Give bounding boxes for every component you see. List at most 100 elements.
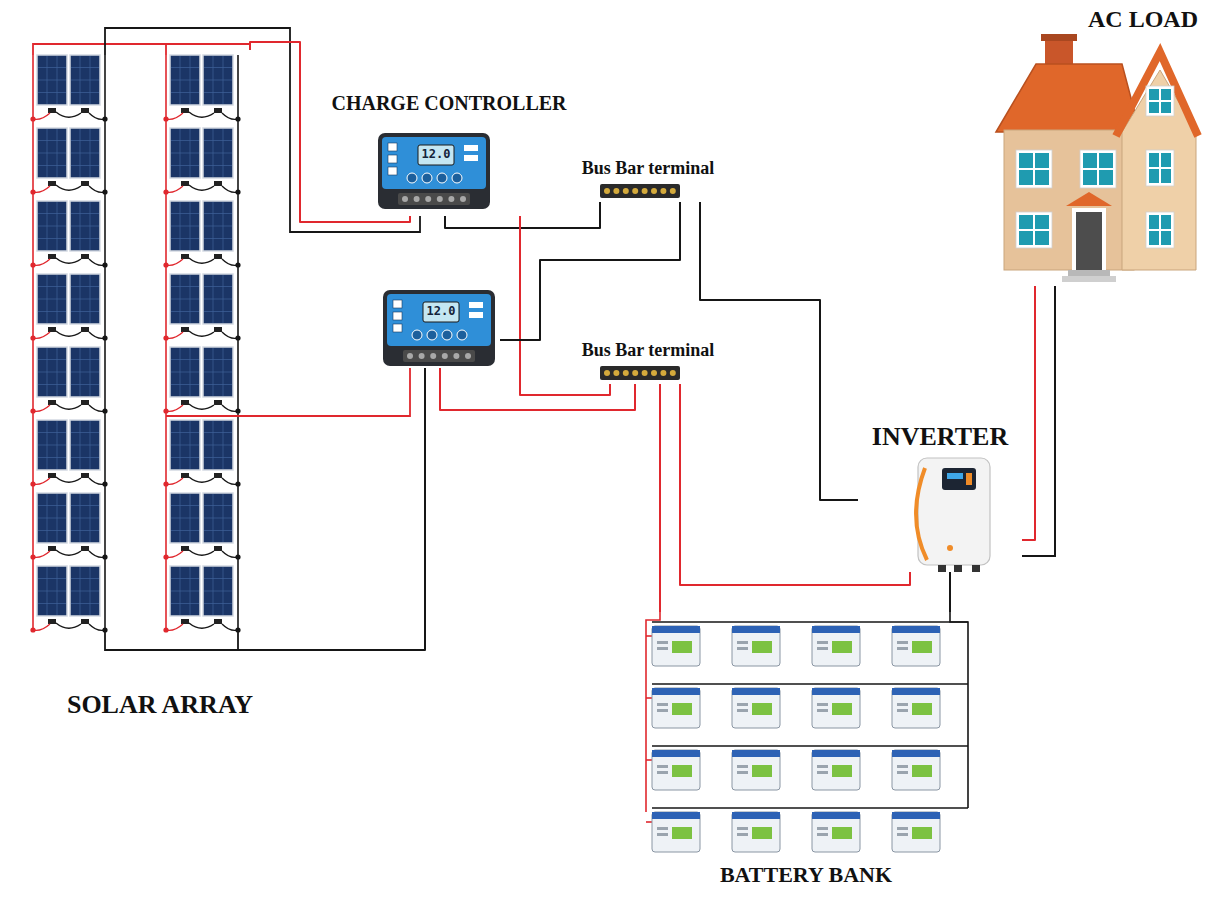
solar-panel	[170, 566, 200, 616]
battery-top	[652, 750, 700, 757]
solar-panel	[70, 420, 100, 470]
panel-cell-line	[38, 530, 66, 531]
component-node: AC LOAD	[990, 4, 1202, 286]
panel-cell-line	[204, 505, 232, 506]
panel-cell-line	[71, 384, 99, 385]
panel-cell-line	[71, 359, 99, 360]
junction-box	[81, 619, 89, 624]
panel-cell-line	[204, 591, 232, 592]
panel-cell-line	[71, 67, 99, 68]
controller-body	[378, 133, 490, 209]
house-roof	[996, 64, 1140, 132]
junction-box	[81, 546, 89, 551]
terminal-screw	[465, 353, 471, 359]
component-label: INVERTER	[872, 422, 1008, 452]
panel-link-wire	[56, 331, 81, 336]
battery-top	[652, 812, 700, 819]
battery-label	[912, 703, 932, 715]
component-node: INVERTER	[858, 420, 1022, 572]
component-node: Bus Bar terminal	[568, 340, 728, 384]
panel-cell-line	[38, 432, 66, 433]
panel-lead-wire	[166, 186, 183, 192]
panel-cell-line	[171, 238, 199, 239]
panel-cell-line	[38, 311, 66, 312]
panel-cell-line	[204, 457, 232, 458]
junction-box	[81, 108, 89, 113]
battery	[892, 688, 940, 728]
panel-cell-line	[204, 92, 232, 93]
battery-stripe	[737, 641, 748, 644]
house-roof	[1116, 52, 1198, 136]
house-window	[1016, 150, 1052, 188]
battery-top	[652, 688, 700, 695]
component-node: BATTERY BANK	[640, 612, 972, 897]
power-wire	[1022, 286, 1035, 540]
wire-dot	[235, 481, 240, 486]
battery-stripe	[657, 647, 668, 650]
panel-cell-line	[71, 311, 99, 312]
power-wire	[280, 368, 425, 650]
battery	[812, 626, 860, 666]
wire-dot	[102, 262, 107, 267]
wire-dot	[102, 554, 107, 559]
panel-cell-line	[38, 457, 66, 458]
solar-panel	[70, 274, 100, 324]
panel-cell-line	[204, 286, 232, 287]
wire-dot	[163, 335, 168, 340]
panel-cell-line	[71, 372, 99, 373]
component-node: CHARGE CONTROLLER12.0	[316, 92, 582, 216]
solar-panel	[170, 55, 200, 105]
battery-stripe	[657, 771, 668, 774]
solar-panel	[170, 128, 200, 178]
battery-label	[832, 765, 852, 777]
panel-cell-line	[71, 92, 99, 93]
status-icon	[393, 324, 402, 332]
bus-bar-screw	[604, 370, 610, 376]
component-label: SOLAR ARRAY	[67, 690, 253, 720]
panel-cell-line	[204, 518, 232, 519]
battery	[652, 688, 700, 728]
panel-cell-line	[171, 67, 199, 68]
battery-label	[912, 641, 932, 653]
panel-cell-line	[204, 80, 232, 81]
battery-wire	[646, 697, 652, 699]
bus-bar-screw	[670, 188, 676, 194]
wire-dot	[163, 116, 168, 121]
inverter-display-segment	[966, 473, 972, 485]
window-bar	[1083, 168, 1113, 170]
panel-lead-wire	[166, 478, 183, 484]
wire-dot	[102, 335, 107, 340]
panel-lead-wire	[166, 624, 183, 630]
usb-port	[469, 312, 483, 318]
panel-cell-line	[204, 603, 232, 604]
panel-cell-line	[71, 213, 99, 214]
panel-cell-line	[71, 432, 99, 433]
wire-dot	[163, 408, 168, 413]
bus-bar-screw	[613, 188, 619, 194]
panel-cell-line	[171, 80, 199, 81]
panel-link-wire	[189, 477, 214, 482]
panel-cell-line	[71, 286, 99, 287]
panel-cell-line	[171, 286, 199, 287]
junction-box	[214, 254, 222, 259]
battery	[732, 750, 780, 790]
bus-bar	[600, 184, 680, 198]
panel-cell-line	[71, 80, 99, 81]
controller-body	[383, 290, 495, 366]
control-button	[457, 330, 467, 340]
array-wire	[166, 368, 410, 416]
panel-cell-line	[38, 578, 66, 579]
wire-dot	[163, 262, 168, 267]
panel-cell-line	[38, 153, 66, 154]
inverter-display-segment	[947, 473, 963, 479]
house-window	[1146, 150, 1174, 186]
junction-box	[214, 108, 222, 113]
house-window	[1080, 150, 1116, 188]
house-wall	[1004, 130, 1134, 270]
bus-bar-screw	[623, 188, 629, 194]
battery-label	[832, 641, 852, 653]
battery-wire	[646, 635, 652, 637]
panel-cell-line	[171, 384, 199, 385]
panel-cell-line	[71, 591, 99, 592]
solar-panel	[170, 420, 200, 470]
